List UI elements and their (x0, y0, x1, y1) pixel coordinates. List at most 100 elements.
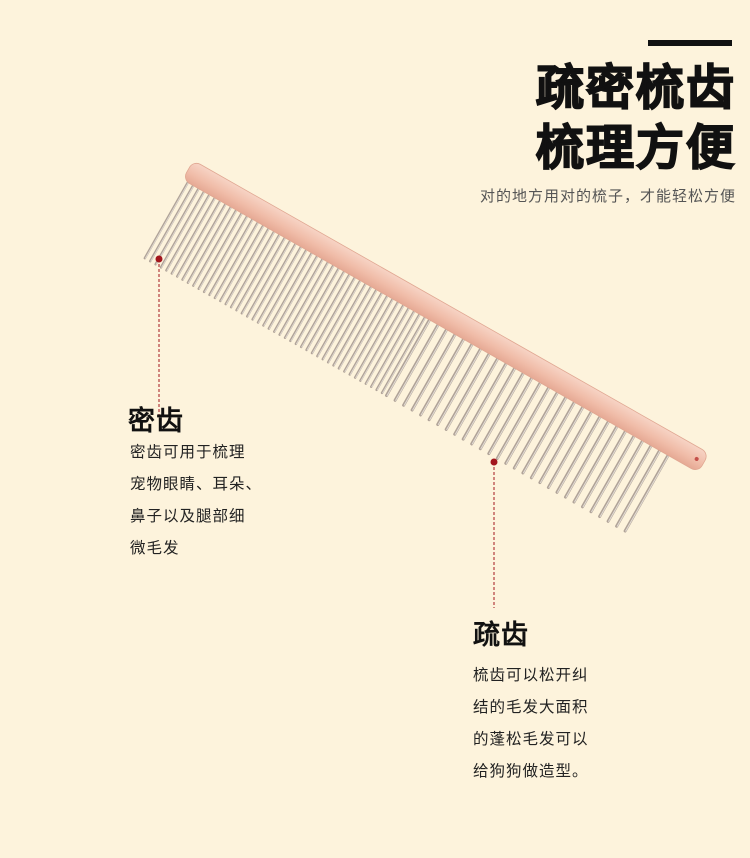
comb-tooth (321, 272, 373, 361)
comb-tooth-highlight (301, 261, 351, 348)
comb-handle (185, 162, 707, 470)
comb-tooth-highlight (215, 212, 265, 299)
comb-tooth-highlight (446, 343, 496, 430)
comb-tooth (229, 220, 281, 309)
comb-tooth (370, 300, 421, 388)
comb-tooth-highlight (344, 285, 394, 372)
dense-marker-dot-icon (155, 255, 163, 263)
comb-tooth-highlight (144, 172, 195, 259)
comb-tooth (208, 208, 260, 297)
comb-tooth-highlight (204, 206, 254, 293)
comb-tooth-highlight (412, 324, 462, 411)
comb-tooth (240, 226, 292, 315)
comb-tooth-highlight (376, 304, 427, 391)
sparse-line-2: 结的毛发大面积 (473, 698, 589, 716)
comb-tooth-highlight (557, 406, 607, 493)
comb-tooth (251, 232, 303, 321)
comb-tooth-highlight (497, 372, 547, 459)
comb-tooth-highlight (395, 314, 445, 401)
dense-teeth-title: 密齿 (128, 406, 184, 437)
comb-tooth (262, 239, 313, 327)
comb-tooth-highlight (171, 187, 222, 274)
comb-tooth-highlight (193, 200, 243, 287)
comb-tooth-highlight (420, 329, 471, 416)
comb-tooth (181, 193, 233, 281)
comb-tooth-highlight (608, 435, 658, 522)
comb-tooth (224, 217, 276, 306)
comb-tooth-highlight (188, 197, 238, 284)
comb-tooth (348, 288, 400, 376)
comb-tooth (316, 269, 367, 358)
comb-tooth (148, 174, 200, 263)
comb-tooth-highlight (209, 209, 259, 296)
comb-tooth-highlight (220, 215, 270, 302)
comb-tooth-highlight (582, 421, 633, 508)
comb-tooth-highlight (263, 239, 313, 326)
comb-tooth-highlight (290, 255, 340, 342)
comb-tooth (305, 263, 357, 352)
comb-tooth (165, 183, 217, 272)
comb-tooth-highlight (225, 218, 276, 305)
headline-line-2: 梳理方便 (535, 120, 736, 176)
comb-tooth (299, 260, 351, 349)
comb-tooth-highlight (488, 367, 539, 455)
comb-tooth-highlight (161, 181, 211, 268)
comb-tooth (278, 248, 330, 336)
comb-tooth-highlight (349, 288, 400, 375)
comb-tooth (245, 229, 297, 318)
comb-tooth (364, 297, 416, 385)
comb-tooth (154, 177, 206, 266)
comb-tooth (170, 187, 222, 275)
comb-tooth-highlight (252, 233, 303, 320)
sparse-line-3: 的蓬松毛发可以 (473, 730, 589, 748)
comb-tooth-highlight (471, 358, 522, 445)
header-accent-bar (648, 40, 732, 46)
comb-tooth-highlight (231, 221, 281, 308)
comb-tooth-highlight (531, 392, 581, 479)
comb-tooth (289, 254, 340, 343)
comb-tooth-highlight (268, 242, 319, 330)
sparse-line-4: 给狗狗做造型。 (473, 762, 589, 780)
comb-tooth (337, 282, 389, 370)
comb-tooth-highlight (403, 319, 454, 406)
comb-tooth (192, 199, 243, 287)
comb-tooth-highlight (155, 178, 206, 265)
comb-tooth (359, 294, 411, 382)
dense-teeth-description: 密齿可用于梳理 宠物眼睛、耳朵、 鼻子以及腿部细 微毛发 (130, 436, 262, 564)
sparse-teeth-title: 疏齿 (473, 620, 529, 651)
comb-tooth (197, 202, 249, 290)
comb-tooth-highlight (317, 270, 367, 357)
comb-tooth-highlight (274, 246, 324, 333)
headline-line-1: 疏密梳齿 (535, 60, 736, 116)
comb-tooth-highlight (258, 236, 308, 323)
dense-line-3: 鼻子以及腿部细 (130, 507, 246, 525)
comb-tooth-highlight (371, 301, 421, 388)
comb-tooth (143, 171, 195, 260)
comb-tooth (326, 275, 378, 364)
comb-tooth (375, 303, 427, 392)
comb-tooth (175, 190, 227, 278)
comb-tooth-highlight (522, 387, 573, 474)
comb-tooth-highlight (247, 230, 297, 317)
comb-tooth-highlight (312, 267, 362, 354)
sparse-line-1: 梳齿可以松开纠 (473, 666, 589, 684)
comb-tooth (310, 266, 362, 355)
comb-tooth (332, 278, 384, 367)
comb-tooth (294, 257, 346, 346)
comb-tooth-highlight (429, 333, 479, 421)
comb-tooth-highlight (306, 264, 356, 351)
comb-tooth-highlight (463, 353, 513, 440)
comb-tooth (256, 236, 308, 324)
comb-tooth-highlight (539, 396, 590, 484)
comb-tooth-highlight (355, 291, 405, 379)
comb-tooth-highlight (339, 282, 389, 369)
comb-tooth-highlight (177, 190, 227, 277)
comb-tooth (343, 285, 394, 373)
sparse-marker-dot-icon (490, 458, 498, 466)
comb-tooth-highlight (182, 193, 233, 281)
comb-teeth (143, 171, 675, 533)
dense-line-4: 微毛发 (130, 539, 180, 557)
comb-tooth (353, 291, 405, 379)
handle-hole-icon (694, 456, 699, 461)
